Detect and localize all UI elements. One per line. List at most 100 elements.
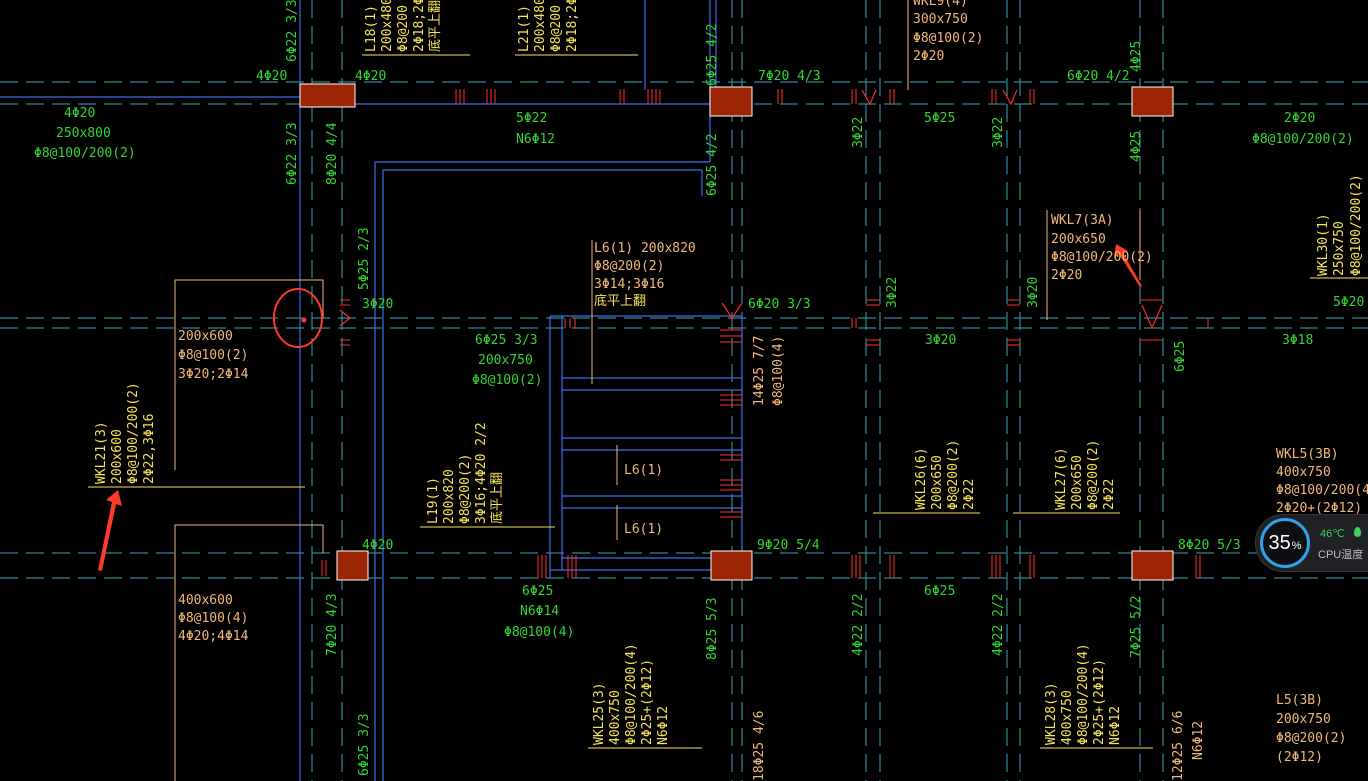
rebar-label: 3Φ18 [1282, 333, 1313, 348]
beam-callout: L19(1) [426, 477, 441, 524]
yellow-leaders [88, 54, 1368, 749]
rebar-label: 3Φ20 [925, 333, 956, 348]
beam-callout: N6Φ12 [656, 706, 671, 745]
beam-callout: 200x480 [533, 0, 548, 52]
rebar-label: (2Φ12) [1276, 750, 1323, 765]
cpu-usage-value: 35 [1268, 531, 1291, 554]
columns [299, 83, 1174, 581]
column [336, 550, 369, 581]
beam-callout: N6Φ12 [1108, 706, 1123, 745]
beam-callout: Φ8@200 [549, 5, 564, 52]
stirrup-label: Φ8@100(2) [913, 31, 983, 46]
rebar-label: 5Φ20 [1333, 295, 1364, 310]
rebar-label: 2Φ20 [1284, 111, 1315, 126]
cpu-usage-ring: 35% [1260, 518, 1310, 568]
outline-lines [174, 0, 1141, 781]
beam-callout: 200x650 [1070, 455, 1085, 510]
rebar-label: 6Φ25 [522, 584, 553, 599]
rebar-label: 2Φ20+(2Φ12) [1276, 501, 1362, 516]
beam-label: WKL5(3B) [1276, 447, 1339, 462]
rebar-label: 6Φ20 4/2 [1067, 69, 1130, 84]
beam-label: L6(1) 200x820 [594, 241, 696, 256]
column-rebar-label: 6Φ25 [1173, 341, 1188, 372]
beam-callout: Φ8@200 [396, 5, 411, 52]
column-rebar-label: 4Φ25 [1129, 131, 1144, 162]
beam-callout: 200x820 [442, 469, 457, 524]
beam-callout: WKL25(3) [592, 682, 607, 745]
drawing-labels: 4Φ20 250x800 Φ8@100/200(2) 4Φ20 4Φ20 5Φ2… [34, 0, 1368, 781]
beam-callout: WKL27(6) [1054, 447, 1069, 510]
arrow-icon [1114, 244, 1142, 287]
column-rebar-label: 7Φ25 5/2 [1129, 595, 1144, 658]
rebar-label: 2Φ20 [1051, 268, 1082, 283]
rebar-label: 4Φ20 [355, 69, 386, 84]
rebar-ticks [321, 89, 1209, 578]
stirrup-label: Φ8@100/200(2) [1051, 250, 1153, 265]
beam-callout: 250x750 [1332, 221, 1347, 276]
rebar-label: 3Φ20 [362, 297, 393, 312]
beam-callout: L18(1) [364, 5, 379, 52]
column-rebar-label: 7Φ20 4/3 [325, 593, 340, 656]
beam-callout: Φ8@100/200(4) [624, 643, 639, 745]
beam-label: L6(1) [624, 463, 663, 478]
column-rebar-label: 8Φ25 5/3 [705, 597, 720, 660]
beam-callout: WKL26(6) [914, 447, 929, 510]
beam-callout: L21(1) [517, 5, 532, 52]
rebar-label: 8Φ20 5/3 [1178, 538, 1241, 553]
column-rebar-label: 4Φ22 2/2 [991, 593, 1006, 656]
beam-callout: 2Φ22,3Φ16 [142, 414, 157, 484]
beam-callout: WKL28(3) [1044, 682, 1059, 745]
column [1131, 550, 1174, 581]
column [709, 86, 753, 117]
stirrup-label: Φ8@200(2) [1276, 731, 1346, 746]
rebar-label: 6Φ25 [924, 584, 955, 599]
beam-callout: 底平上翻 [427, 0, 443, 52]
column-rebar-label: 8Φ20 4/4 [325, 122, 340, 185]
column-rebar-label: 12Φ25 6/6 [1171, 711, 1186, 781]
section-label: 200x750 [1276, 712, 1331, 727]
column [1131, 86, 1174, 117]
beam-callout: 200x480 [380, 0, 395, 52]
beam-callout: Φ8@200(2) [1086, 440, 1101, 510]
beam-label: L6(1) [624, 522, 663, 537]
column-rebar-label: 3Φ22 [851, 117, 866, 148]
column-rebar-label: 6Φ25 4/2 [705, 23, 720, 86]
column-rebar-label: 3Φ20 [1026, 277, 1041, 308]
beam-callout: 2Φ25+(2Φ12) [1092, 659, 1107, 745]
cpu-temperature-label: CPU温度 [1318, 549, 1364, 561]
rebar-label: 4Φ20 [64, 106, 95, 121]
rebar-label: 2Φ20 [913, 49, 944, 64]
beam-callout: 2Φ18;2Φ [565, 0, 580, 52]
stirrup-label: Φ8@200(2) [594, 259, 664, 274]
beam-callout: Φ8@200(2) [458, 454, 473, 524]
cpu-monitor-widget[interactable]: 35% 46℃ CPU温度 [1255, 514, 1368, 572]
column-rebar-label: 3Φ22 [991, 117, 1006, 148]
rebar-label: 6Φ20 3/3 [748, 297, 811, 312]
beam-callout: 2Φ22 [1102, 479, 1117, 510]
rebar-label: 4Φ20;4Φ14 [178, 629, 249, 644]
rebar-label: 9Φ20 5/4 [757, 538, 820, 553]
rebar-label: 5Φ25 [924, 111, 955, 126]
column-rebar-label: 6Φ22 3/3 [285, 0, 300, 62]
rebar-label: 5Φ22 [516, 111, 547, 126]
rebar-label: 4Φ20 [362, 538, 393, 553]
section-label: 200x600 [178, 329, 233, 344]
beam-callout: Φ8@100/200(2) [126, 382, 141, 484]
rebar-label: 7Φ20 4/3 [758, 69, 821, 84]
column-rebar-label: 18Φ25 4/6 [752, 711, 767, 781]
beam-callout: Φ8@200(2) [946, 440, 961, 510]
column-rebar-label: 5Φ25 2/3 [357, 227, 372, 290]
rebar-label: 3Φ20;2Φ14 [178, 367, 249, 382]
beam-callout: Φ8@100/200(4) [1076, 643, 1091, 745]
beam-callout: WKL21(3) [94, 421, 109, 484]
arrow-icon [98, 490, 122, 571]
beam-callout: 2Φ22 [962, 479, 977, 510]
column-rebar-label: 14Φ25 7/7 [752, 336, 767, 406]
rebar-label: 6Φ25 3/3 [475, 333, 538, 348]
rebar-label: N6Φ14 [520, 604, 559, 619]
stirrup-label: Φ8@100/200(2) [1252, 132, 1354, 147]
cpu-usage-unit: % [1291, 540, 1302, 552]
beam-callout: 200x650 [930, 455, 945, 510]
